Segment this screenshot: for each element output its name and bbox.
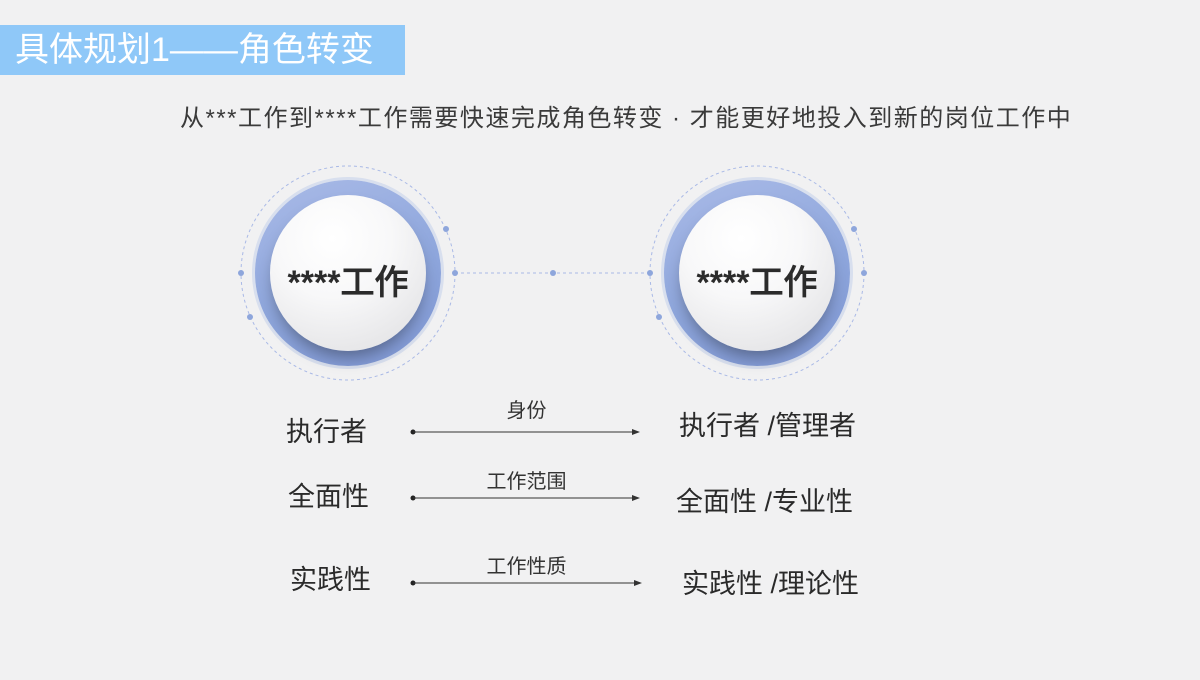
orbit-dot: [647, 270, 653, 276]
row-relation-label: 工作性质: [486, 556, 567, 578]
slide-title: 具体规划1——角色转变: [15, 31, 374, 69]
orbit-dot: [238, 270, 244, 276]
role-circle-to: ****工作: [664, 180, 850, 366]
arrow-head-icon: [632, 495, 640, 501]
circle-label-from: ****工作: [287, 263, 409, 302]
orbit-dot: [452, 270, 458, 276]
row-from-label: 执行者: [286, 417, 367, 447]
slide-subtitle: 从***工作到****工作需要快速完成角色转变 · 才能更好地投入到新的岗位工作…: [180, 105, 1073, 132]
row-to-label: 实践性 /理论性: [682, 569, 860, 599]
orbit-dot: [247, 314, 253, 320]
row-relation-label: 身份: [506, 400, 547, 422]
role-circle-from: ****工作: [255, 180, 441, 366]
row-relation-label: 工作范围: [486, 471, 567, 493]
title-banner: 具体规划1——角色转变: [0, 25, 405, 75]
orbit-dot: [656, 314, 662, 320]
orbit-dot: [443, 226, 449, 232]
row-from-label: 实践性: [290, 565, 371, 595]
row-to-label: 全面性 /专业性: [676, 487, 854, 517]
arrow-connector-row-3: [410, 580, 642, 586]
orbit-dot: [851, 226, 857, 232]
arrow-head-icon: [634, 580, 642, 586]
circle-label-to: ****工作: [696, 263, 818, 302]
connector-dot: [550, 270, 556, 276]
row-from-label: 全面性: [288, 482, 369, 512]
circle-disc: [679, 195, 835, 351]
arrow-connector-row-2: [410, 495, 640, 501]
circle-disc: [270, 195, 426, 351]
arrow-head-icon: [632, 429, 640, 435]
arrow-connector-row-1: [410, 429, 640, 435]
orbit-dot: [861, 270, 867, 276]
row-to-label: 执行者 /管理者: [679, 411, 857, 441]
